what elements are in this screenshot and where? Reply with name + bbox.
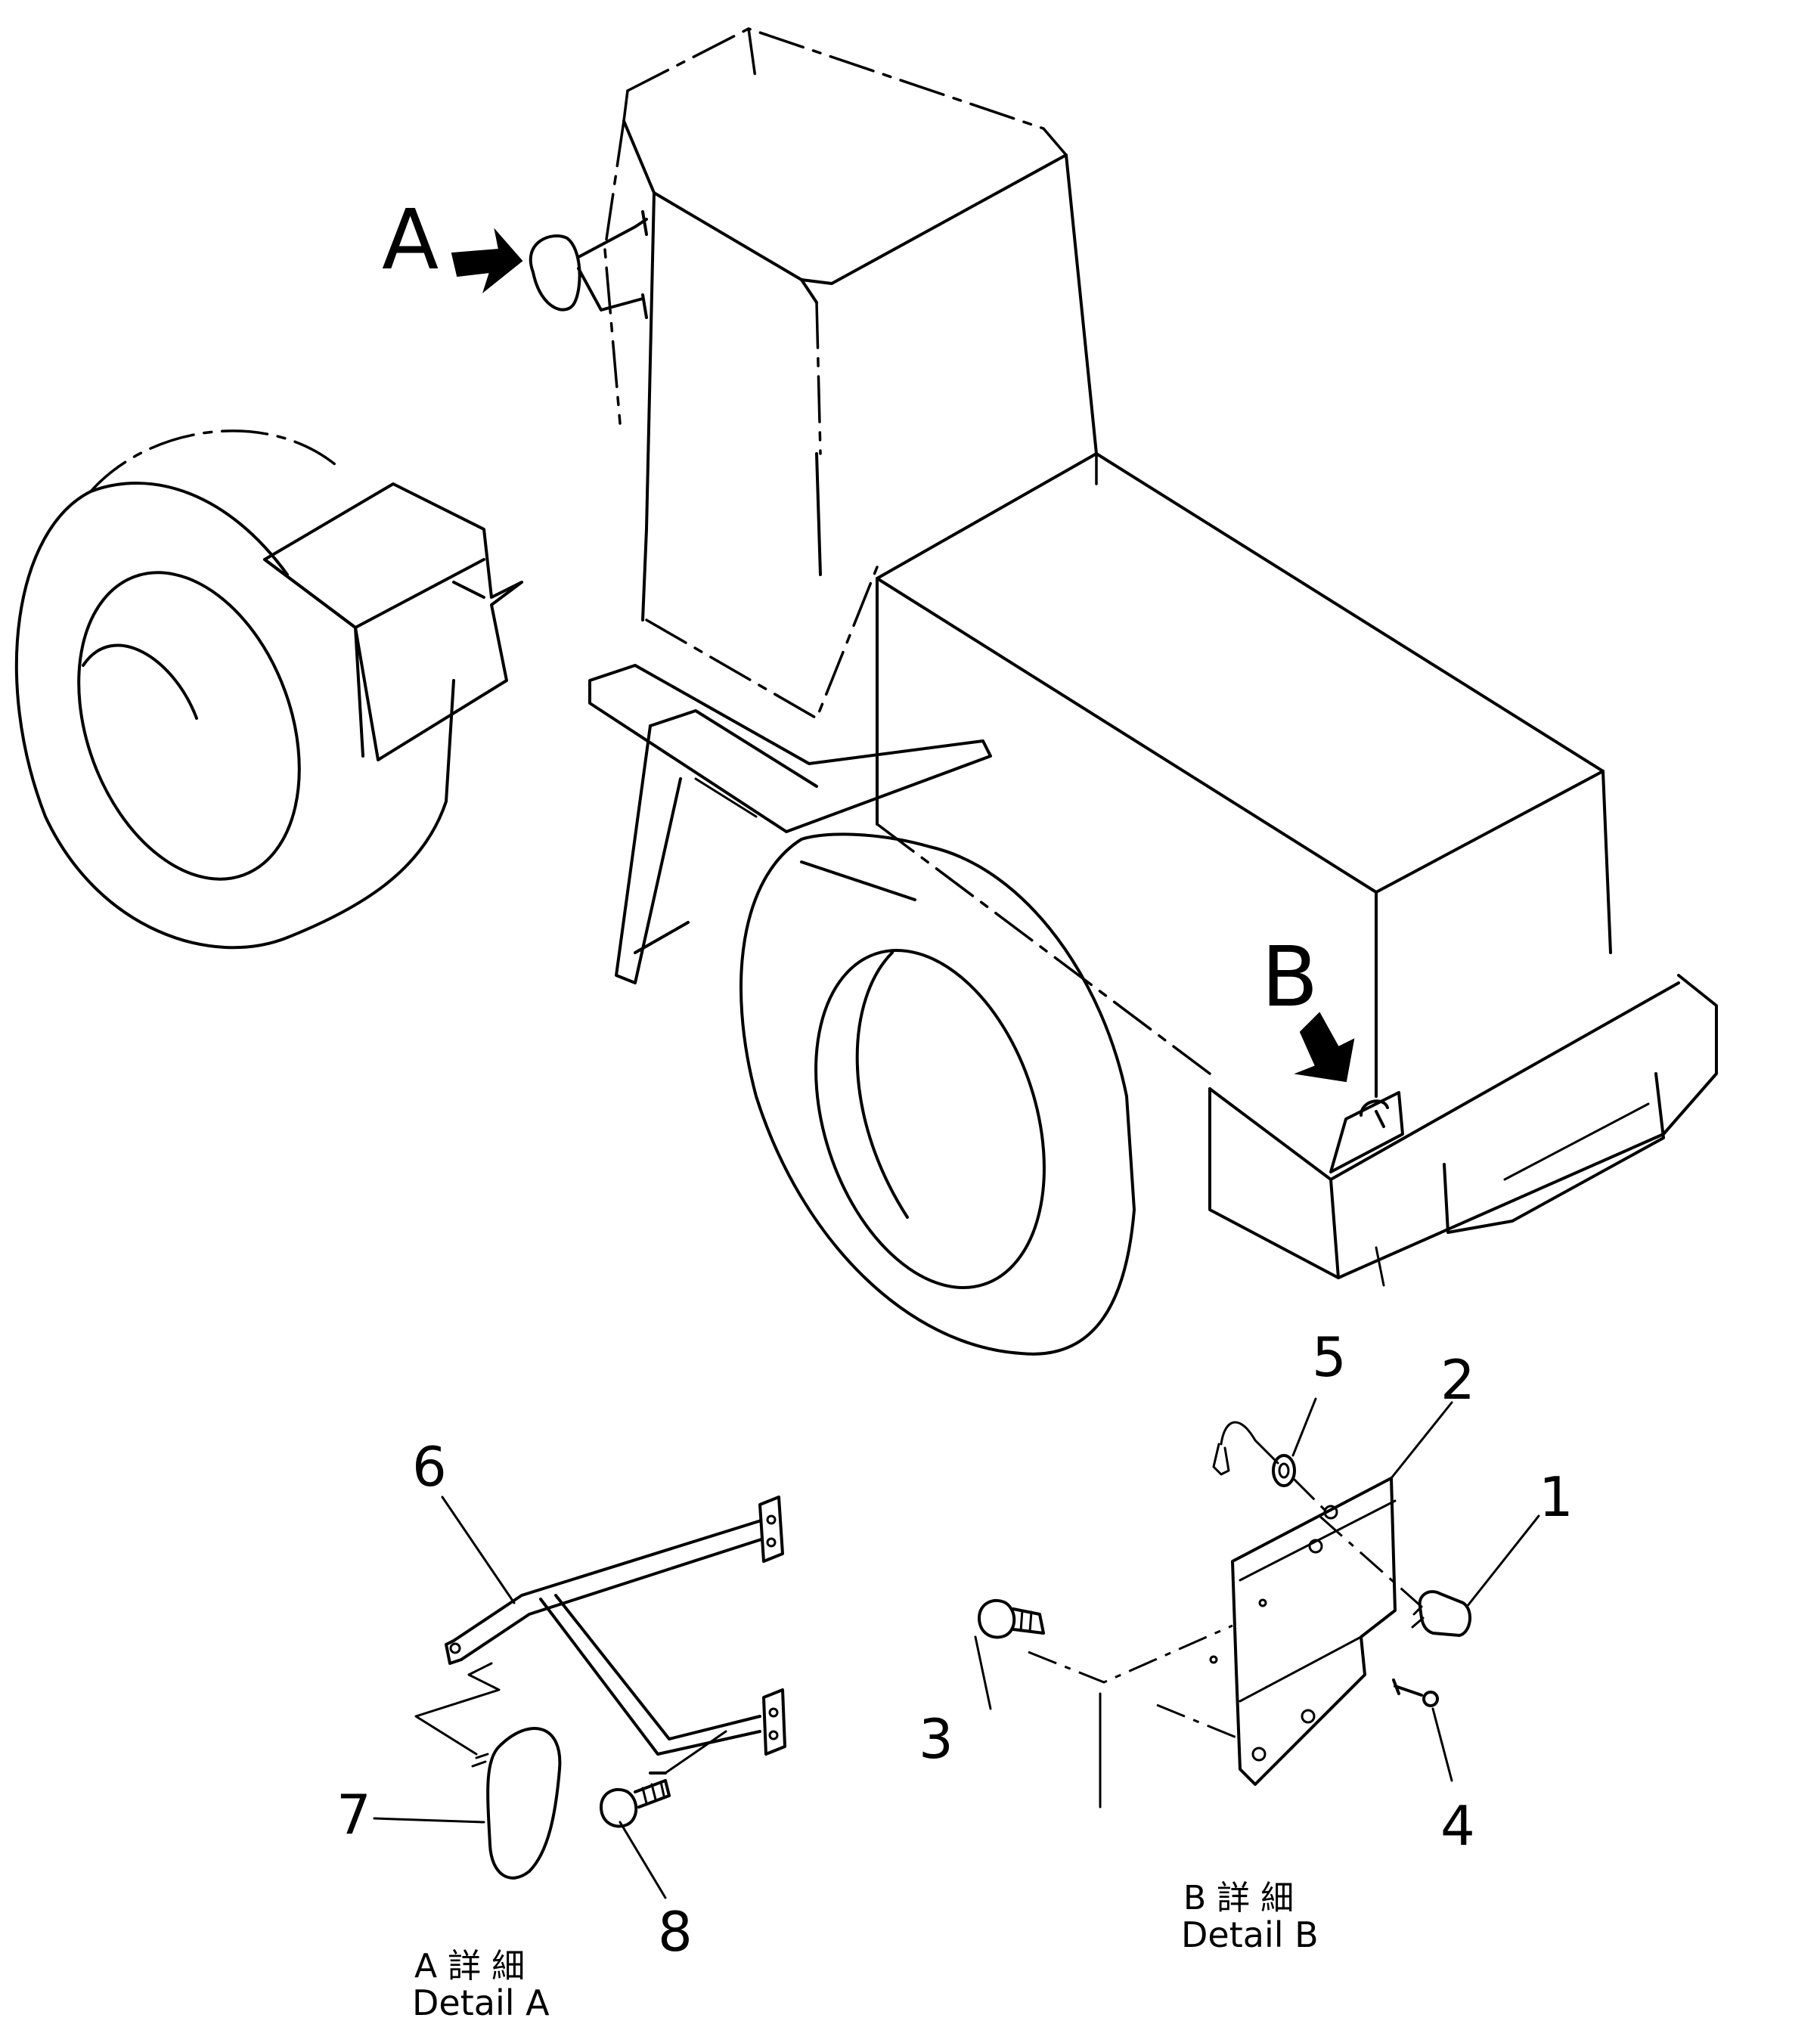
detail-a-title-jp: A 詳 細 [414,1947,525,1985]
detail-a-title-en: Detail A [412,1982,550,2017]
detail-a-mirror [471,1727,562,1880]
view-label-a: A [382,191,439,288]
callout-4: 4 [1440,1794,1475,1858]
callout-6: 6 [412,1435,447,1499]
rear-lamp [1329,1091,1404,1173]
detail-a-leaders [373,1496,667,1899]
callout-1: 1 [1539,1465,1574,1529]
detail-b-lamp [1319,1514,1471,1637]
fender [263,482,523,761]
callout-8: 8 [658,1900,693,1964]
front-left-wheel [14,429,455,950]
detail-b-body-edge [1028,1624,1241,1809]
cab-mirror [529,210,648,319]
detail-b-grommet [1212,1421,1329,1514]
callout-5: 5 [1312,1325,1347,1389]
callout-2: 2 [1440,1348,1475,1412]
detail-b-title-jp: B 詳 細 [1183,1879,1294,1917]
detail-b-leaders [974,1397,1540,1782]
detail-b-bracket [1209,1477,1397,1786]
view-arrow-b [1294,1012,1355,1083]
detail-b-bolt-3 [978,1598,1045,1639]
machine-outline [588,27,1718,1287]
view-arrow-a [451,228,523,293]
view-label-b: B [1261,928,1318,1025]
detail-b-screw-4 [1392,1678,1439,1707]
rear-right-wheel [739,832,1136,1356]
detail-b-title-en: Detail B [1181,1914,1319,1955]
detail-a-bolt [600,1730,727,1828]
detail-a-mirror-stay [414,1496,786,1756]
callout-7: 7 [336,1783,371,1846]
callout-3: 3 [919,1707,953,1771]
